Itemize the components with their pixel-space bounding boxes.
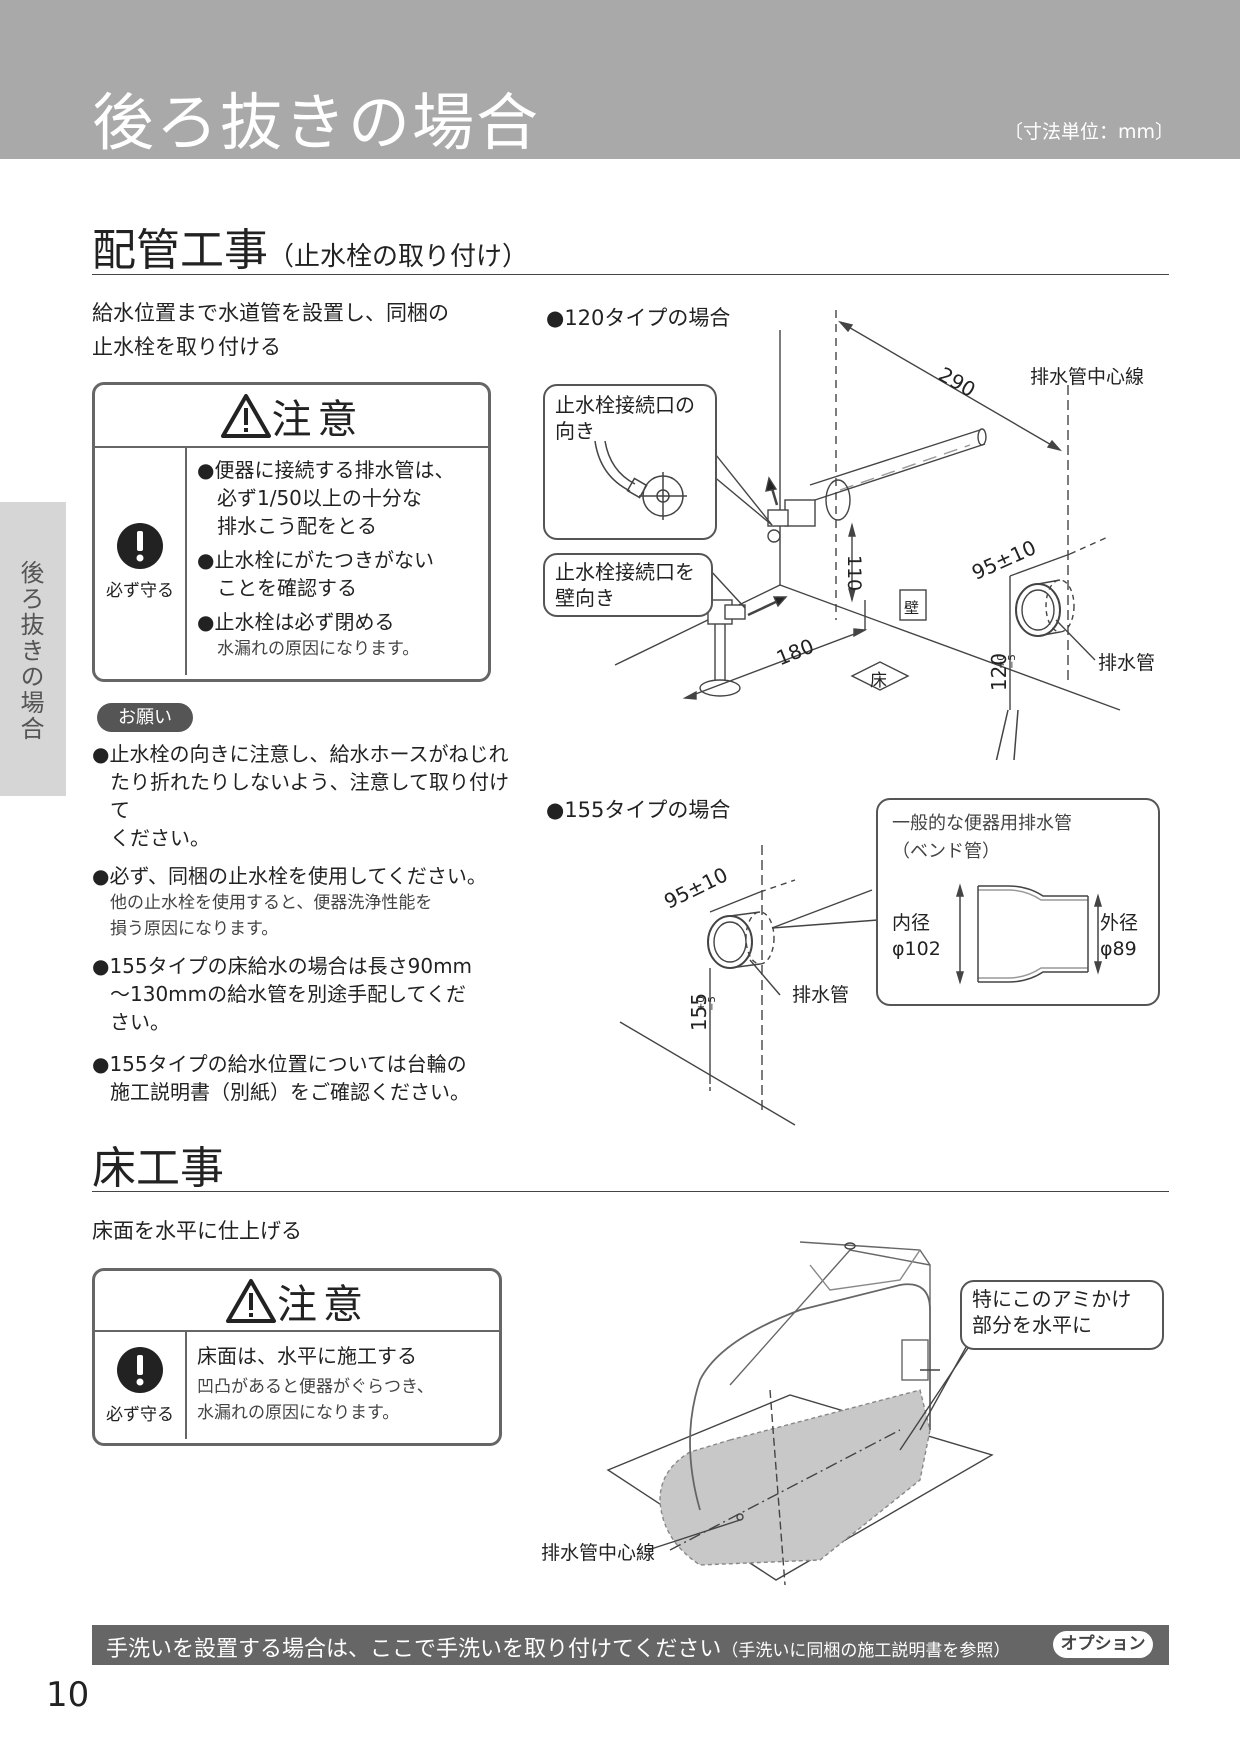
caution-box-floor: 注意 必ず守る 床面は、水平に施工する 凹凸があると便器がぐらつき、 水漏れの原… bbox=[92, 1268, 502, 1446]
request-note: 他の止水栓を使用すると、便器洗浄性能を bbox=[110, 893, 433, 913]
handwash-note: 手洗いを設置する場合は、ここで手洗いを取り付けてください（手洗いに同梱の施工説明… bbox=[106, 1631, 1010, 1663]
section-rule bbox=[92, 274, 1169, 275]
caution-note: 凹凸があると便器がぐらつき、 bbox=[197, 1377, 434, 1397]
inner-diameter-value: φ102 bbox=[892, 938, 941, 960]
side-tab-label: 後ろ抜きの場合 bbox=[16, 560, 44, 742]
inner-diameter-label: 内径 bbox=[892, 912, 931, 934]
caution-item: ●止水栓は必ず閉める bbox=[197, 610, 395, 634]
piping-intro: 給水位置まで水道管を設置し、同梱の 止水栓を取り付ける bbox=[92, 296, 449, 364]
callout-level-area: 特にこのアミかけ 部分を水平に bbox=[960, 1280, 1164, 1350]
page-title: 後ろ抜きの場合 bbox=[92, 86, 541, 159]
bend-pipe-title: 一般的な便器用排水管 bbox=[892, 813, 1072, 834]
piping-subtitle: （止水栓の取り付け） bbox=[268, 242, 529, 272]
caution-item: 排水こう配をとる bbox=[217, 514, 377, 538]
valve-closeup-icon bbox=[594, 440, 687, 520]
callout-text: 止水栓接続口を bbox=[555, 560, 695, 584]
tolerance-155: +0 −5 bbox=[696, 996, 718, 1011]
must-follow: 必ず守る bbox=[95, 448, 187, 675]
side-tab bbox=[0, 502, 66, 796]
request-item: ●止水栓の向きに注意し、給水ホースがねじれ bbox=[92, 742, 509, 766]
caution-list: ●便器に接続する排水管は、 必ず1/50以上の十分な 排水こう配をとる ●止水栓… bbox=[187, 448, 454, 675]
bend-pipe-title: （ベンド管） bbox=[892, 841, 1000, 862]
request-item: さい。 bbox=[110, 1010, 170, 1034]
diagram-155-drawing bbox=[619, 845, 879, 1126]
outer-diameter-label: 外径 bbox=[1100, 912, 1139, 934]
floor-tag: 床 bbox=[870, 671, 887, 691]
bend-pipe-drawing bbox=[955, 883, 1103, 985]
request-list: ●止水栓の向きに注意し、給水ホースがねじれ たり折れたりしないよう、注意して取り… bbox=[92, 740, 512, 1106]
request-item: ください。 bbox=[110, 826, 210, 850]
request-item: ●必ず、同梱の止水栓を使用してください。 bbox=[92, 864, 487, 888]
callout-text: 向き bbox=[555, 419, 595, 443]
piping-title: 配管工事 bbox=[92, 225, 268, 276]
must-follow: 必ず守る bbox=[95, 1332, 187, 1439]
caution-header: 注意 bbox=[95, 385, 488, 448]
wall-tag: 壁 bbox=[904, 599, 920, 617]
request-note: 損う原因になります。 bbox=[110, 919, 279, 939]
callout-text: 特にこのアミかけ bbox=[972, 1287, 1132, 1311]
exclamation-circle-icon bbox=[117, 1347, 163, 1393]
piping-intro-line: 止水栓を取り付ける bbox=[92, 335, 281, 359]
option-badge: オプション bbox=[1053, 1631, 1153, 1658]
section-rule bbox=[92, 1191, 1169, 1192]
callout-text: 壁向き bbox=[555, 586, 615, 610]
caution-heading: 注意 bbox=[277, 1281, 369, 1328]
exclamation-circle-icon bbox=[117, 523, 163, 569]
floor-title: 床工事 bbox=[92, 1143, 224, 1194]
tolerance-120: +0 −5 bbox=[996, 654, 1018, 669]
center-line-label: 排水管中心線 bbox=[1030, 366, 1145, 388]
handwash-main-text: 手洗いを設置する場合は、ここで手洗いを取り付けてください bbox=[106, 1637, 722, 1662]
caution-item: ●止水栓にがたつきがない bbox=[197, 548, 435, 572]
request-item: ●155タイプの床給水の場合は長さ90mm bbox=[92, 954, 473, 978]
request-item: たり折れたりしないよう、注意して取り付けて bbox=[110, 770, 509, 822]
diagram-120-drawing bbox=[614, 310, 1121, 760]
callout-valve-wall: 止水栓接続口を 壁向き bbox=[543, 553, 713, 617]
diagram-155-label: ●155タイプの場合 bbox=[546, 798, 731, 822]
piping-intro-line: 給水位置まで水道管を設置し、同梱の bbox=[92, 301, 449, 325]
caution-heading: 注意 bbox=[271, 396, 364, 443]
dim-110: 110 bbox=[843, 554, 866, 592]
section-title-piping: 配管工事（止水栓の取り付け） bbox=[92, 214, 528, 278]
caution-note: 水漏れの原因になります。 bbox=[217, 639, 420, 659]
outer-diameter-value: φ89 bbox=[1100, 938, 1137, 960]
handwash-bar: 手洗いを設置する場合は、ここで手洗いを取り付けてください（手洗いに同梱の施工説明… bbox=[92, 1625, 1169, 1665]
request-item: ●155タイプの給水位置については台輪の bbox=[92, 1052, 467, 1076]
header-band bbox=[0, 0, 1240, 159]
diagram-120-label: ●120タイプの場合 bbox=[546, 306, 731, 330]
must-label: 必ず守る bbox=[106, 581, 174, 601]
warning-icon bbox=[220, 393, 271, 438]
drain-pipe-label-155: 排水管 bbox=[792, 984, 850, 1006]
caution-list: 床面は、水平に施工する 凹凸があると便器がぐらつき、 水漏れの原因になります。 bbox=[187, 1332, 434, 1439]
caution-box-piping: 注意 必ず守る ●便器に接続する排水管は、 必ず1/50以上の十分な 排水こう配… bbox=[92, 382, 491, 682]
caution-note: 水漏れの原因になります。 bbox=[197, 1403, 400, 1423]
drain-pipe-label-120: 排水管 bbox=[1098, 652, 1156, 674]
callout-text: 部分を水平に bbox=[972, 1313, 1092, 1337]
caution-item: 必ず1/50以上の十分な bbox=[217, 486, 422, 510]
request-item: 施工説明書（別紙）をご確認ください。 bbox=[110, 1080, 470, 1104]
floor-center-line-label: 排水管中心線 bbox=[541, 1542, 656, 1564]
toilet-floor-drawing bbox=[606, 1241, 994, 1586]
callout-valve-direction: 止水栓接続口の 向き bbox=[543, 384, 717, 540]
caution-item: ●便器に接続する排水管は、 bbox=[197, 458, 455, 482]
warning-icon bbox=[226, 1278, 276, 1323]
caution-header: 注意 bbox=[95, 1271, 499, 1332]
page-number: 10 bbox=[46, 1675, 90, 1715]
unit-note: 〔寸法単位：mm〕 bbox=[1004, 121, 1175, 143]
must-label: 必ず守る bbox=[106, 1405, 174, 1425]
caution-item: 床面は、水平に施工する bbox=[197, 1344, 417, 1368]
bend-pipe-callout: 一般的な便器用排水管 （ベンド管） 内径 φ102 外径 φ89 bbox=[876, 798, 1160, 1006]
caution-item: ことを確認する bbox=[217, 576, 357, 600]
callout-text: 止水栓接続口の bbox=[555, 393, 695, 417]
handwash-sub-text: （手洗いに同梱の施工説明書を参照） bbox=[721, 1641, 1011, 1661]
request-badge: お願い bbox=[97, 703, 193, 732]
floor-intro: 床面を水平に仕上げる bbox=[92, 1219, 302, 1243]
request-item: 〜130mmの給水管を別途手配してくだ bbox=[110, 982, 466, 1006]
